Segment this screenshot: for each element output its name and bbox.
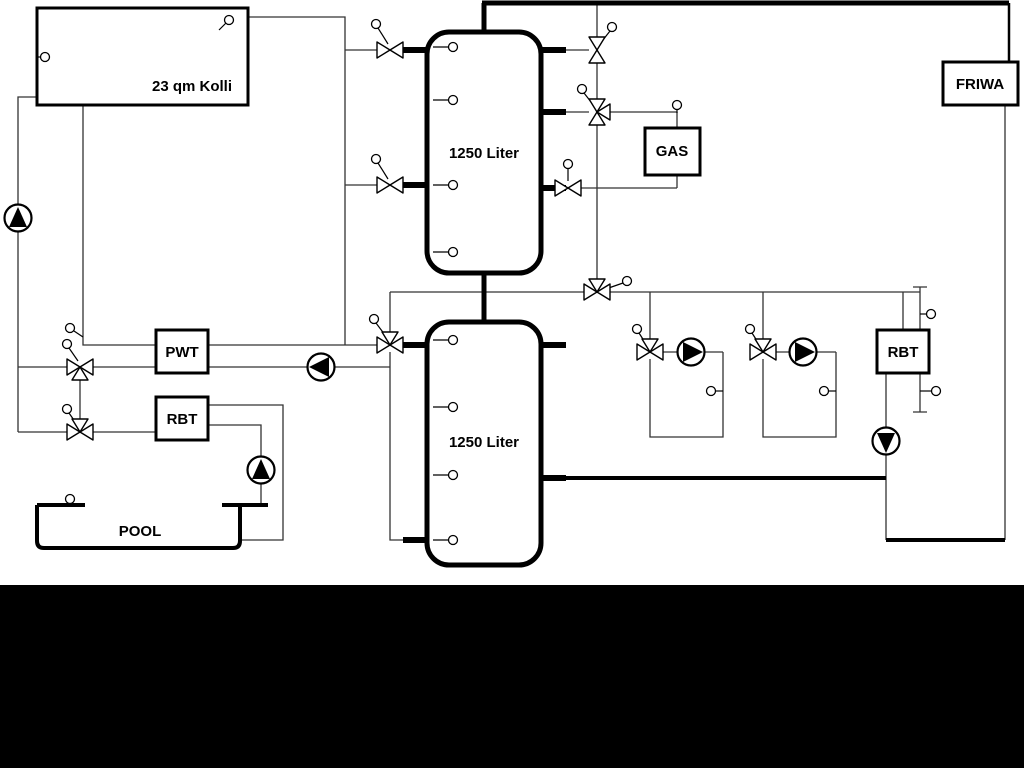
solar-pump-icon (3, 203, 33, 233)
bottom-black-bar (0, 585, 1024, 768)
thick-pipes (37, 0, 1011, 543)
pwt-supply-sensor-icon (64, 322, 84, 338)
buffer-tank-1 (424, 29, 544, 276)
solar-rbt-valve-icon (61, 403, 94, 441)
sensor-icon (447, 94, 459, 106)
collector-sensor-icon (218, 14, 235, 31)
hot-main-top (481, 0, 1009, 324)
sensor-icon (447, 534, 459, 546)
friwa-station-box (941, 60, 1020, 107)
pool-label: POOL (119, 523, 162, 540)
heating-pump-2-icon (788, 337, 818, 367)
collector-left-sensor-icon (37, 51, 51, 63)
circuit1-return-sensor-icon (705, 385, 723, 397)
heating-circuit2-valve-icon (744, 323, 777, 361)
sensor-icon (447, 401, 459, 413)
header-mixing-valve-icon (583, 275, 633, 301)
rbt-top-sensor-icon (920, 308, 937, 320)
pool-basin (35, 505, 242, 550)
tank1-upper-valve-icon (370, 18, 404, 59)
tank2-charge-valve-icon (368, 313, 404, 354)
gas-label: GAS (656, 143, 689, 160)
pool-sensor-icon (64, 493, 76, 506)
gas-flow-sensor-icon (671, 99, 683, 113)
gas-boiler-box (643, 126, 702, 177)
pipes-pwt-secondary (208, 344, 404, 541)
buffer-tank-2 (424, 319, 544, 568)
rbt-right-label: RBT (888, 344, 919, 361)
heating-circuit1-valve-icon (631, 323, 664, 361)
sensor-icon (447, 179, 459, 191)
friwa-label: FRIWA (956, 76, 1004, 93)
collector-label: 23 qm Kolli (152, 78, 232, 95)
solar-collector-box (35, 6, 250, 107)
pipes-boiler-circuit (555, 3, 678, 279)
heating-pump-1-icon (676, 337, 706, 367)
pipes-solar-left (17, 96, 156, 433)
circulation-pump-icon (871, 426, 901, 456)
pipes-heating-modules (649, 351, 837, 438)
pwt-pump-icon (306, 352, 336, 382)
rbt-right-box (875, 328, 931, 375)
tank-sensors (433, 41, 459, 546)
sensor-stems (433, 46, 448, 541)
sensor-icon (447, 334, 459, 346)
sensor-icon (447, 41, 459, 53)
rbt-left-box (154, 395, 210, 442)
pwt-label: PWT (165, 344, 198, 361)
pipes-collector-top (248, 16, 377, 345)
pipes-pool-circuit (208, 404, 284, 541)
pwt-heat-exchanger-box (154, 328, 210, 375)
tank1-lower-valve-icon (370, 153, 404, 194)
rbt-bottom-sensor-icon (920, 385, 942, 397)
sensor-icon (447, 246, 459, 258)
rbt-left-label: RBT (167, 411, 198, 428)
pipes-rbt-right (885, 105, 1006, 540)
tank-port-stubs (403, 47, 566, 543)
sensor-icon (447, 469, 459, 481)
valves (61, 18, 777, 441)
pipe-network (17, 3, 1006, 541)
pool-pump-icon (246, 455, 276, 485)
field-sensors (37, 14, 942, 506)
tank1-label: 1250 Liter (449, 145, 519, 162)
boiler-return-valve-icon (554, 158, 582, 197)
circuit2-return-sensor-icon (818, 385, 836, 397)
return-mains (37, 476, 1005, 542)
tank2-label: 1250 Liter (449, 434, 519, 451)
solar-pwt-valve-icon (61, 338, 94, 381)
hot-main-valve-icon (588, 21, 618, 64)
boiler-mixing-valve-icon (576, 83, 611, 126)
pumps (3, 203, 901, 485)
